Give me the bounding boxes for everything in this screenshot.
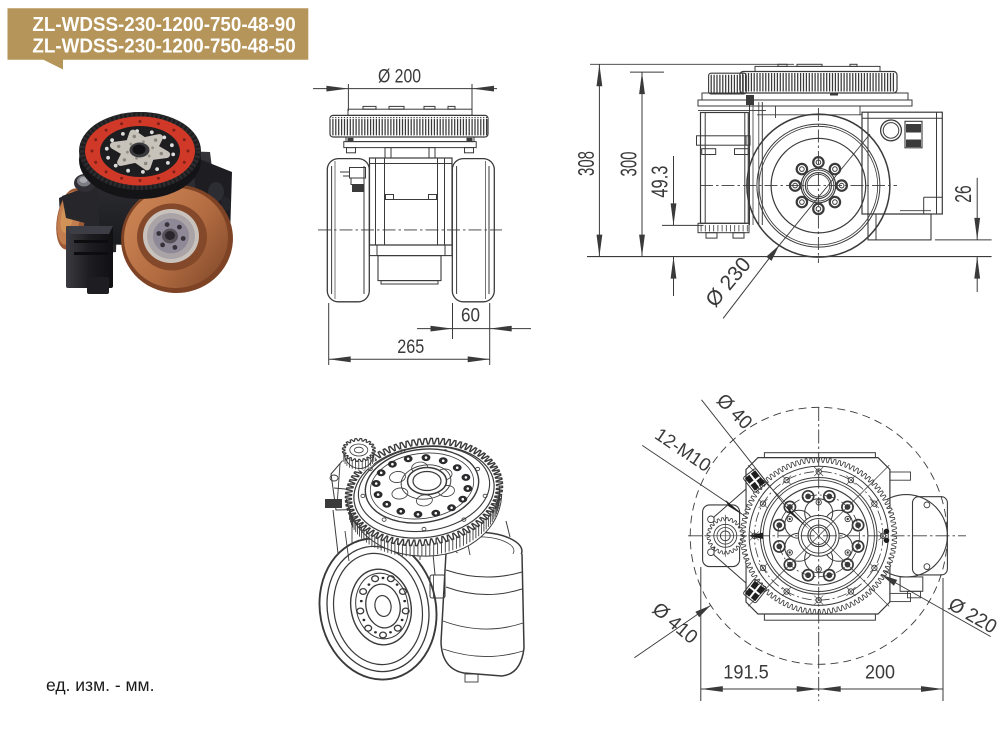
svg-text:ед. изм. - мм.: ед. изм. - мм. xyxy=(46,675,154,695)
svg-text:ZL-WDSS-230-1200-750-48-50: ZL-WDSS-230-1200-750-48-50 xyxy=(32,35,295,58)
svg-text:265: 265 xyxy=(397,336,424,358)
svg-text:ZL-WDSS-230-1200-750-48-90: ZL-WDSS-230-1200-750-48-90 xyxy=(32,13,295,36)
svg-text:Ø 200: Ø 200 xyxy=(378,66,421,88)
svg-text:200: 200 xyxy=(865,662,895,684)
svg-text:191.5: 191.5 xyxy=(723,662,769,684)
svg-text:308: 308 xyxy=(573,151,599,176)
svg-text:60: 60 xyxy=(461,305,480,327)
svg-text:49.3: 49.3 xyxy=(647,166,673,198)
svg-text:26: 26 xyxy=(950,185,976,203)
svg-text:300: 300 xyxy=(616,152,642,177)
